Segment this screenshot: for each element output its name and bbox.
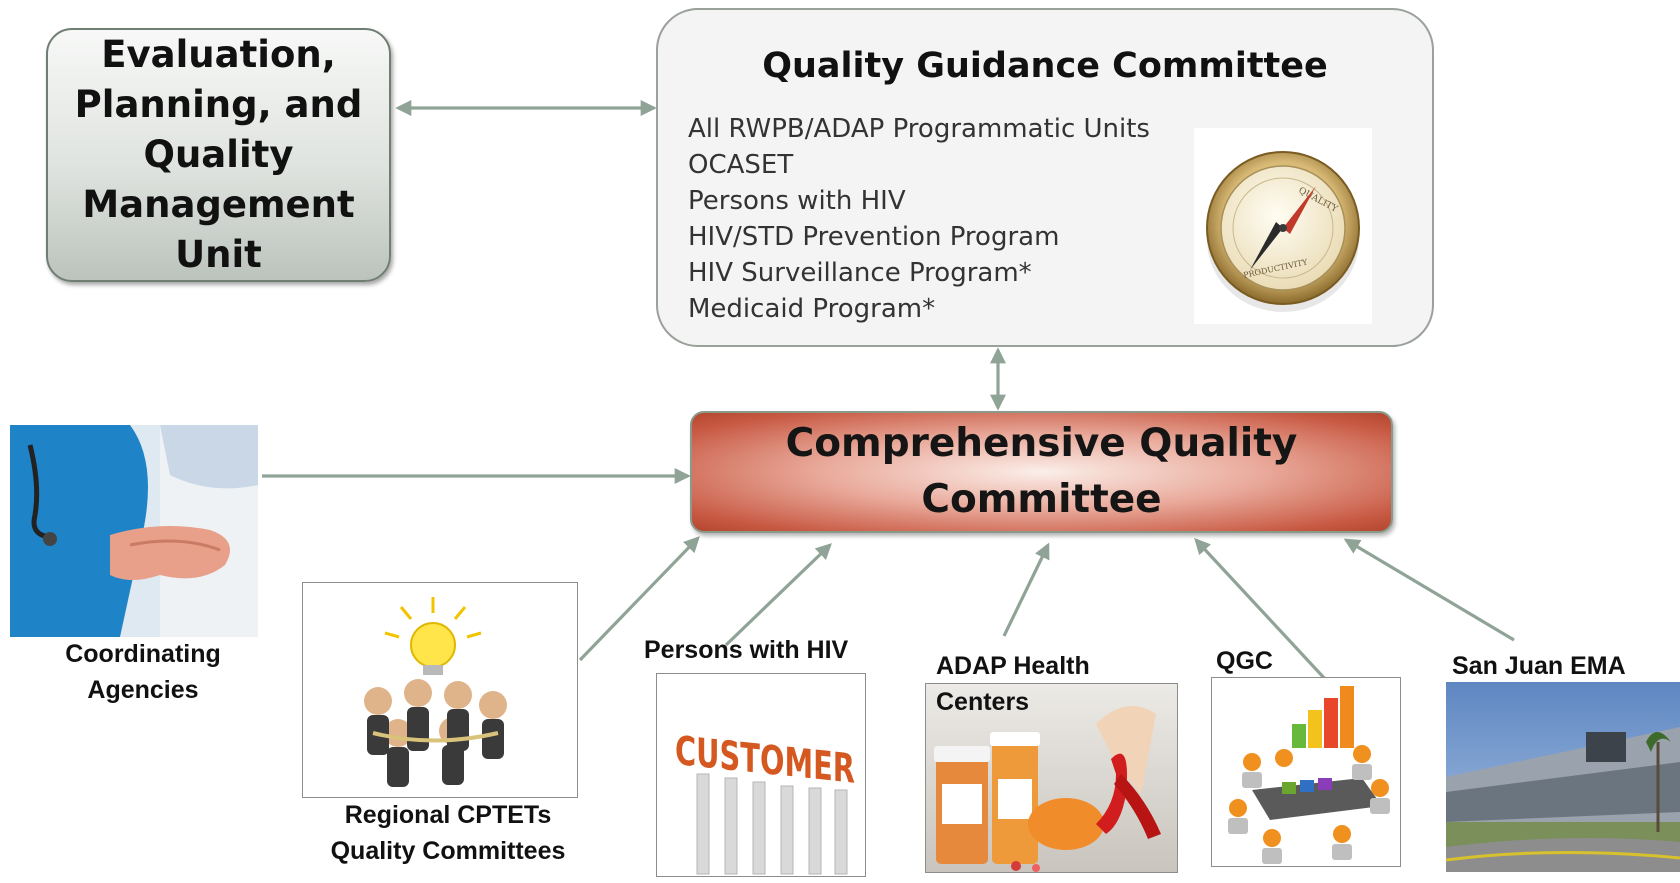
compass-icon: QUALITY PRODUCTIVITY [1194,128,1372,324]
arrow-sanjuan-to-cqc [1343,538,1515,642]
qgc-label: QGC [1216,647,1273,675]
evaluation-unit-title: Evaluation, Planning, and Quality Manage… [74,33,363,276]
building-photo [1446,682,1680,872]
qgc-member: OCASET [688,150,794,180]
persons-with-hiv-label: Persons with HIV [644,636,849,664]
qgc-member: HIV Surveillance Program* [688,258,1032,288]
comprehensive-quality-committee-title: Comprehensive Quality Committee [785,421,1298,522]
adap-health-centers-label: ADAP Health Centers [936,652,1090,716]
arrow-cptets-to-cqc [578,536,700,662]
coordinating-agencies-label: Coordinating Agencies [65,640,221,704]
qgc-member: Persons with HIV [688,186,906,216]
arrow-qgc-image-to-cqc [1194,538,1328,682]
regional-cptets-label: Regional CPTETs Quality Committees [330,801,566,865]
teamwork-lightbulb-icon [302,582,578,798]
qgc-member: All RWPB/ADAP Programmatic Units [688,114,1150,144]
quality-guidance-committee-box: Quality Guidance Committee All RWPB/ADAP… [656,8,1434,347]
quality-guidance-committee-title: Quality Guidance Committee [762,46,1328,86]
qgc-member-list: All RWPB/ADAP Programmatic Units OCASET … [688,111,1150,327]
qgc-member: Medicaid Program* [688,294,936,324]
arrow-adap-to-cqc [1002,542,1050,637]
qgc-member: HIV/STD Prevention Program [688,222,1060,252]
meeting-bar-chart-icon [1211,677,1401,867]
coordinating-agencies-photo [10,425,258,637]
arrow-persons-to-cqc [724,543,832,647]
customer-letters-icon: CUSTOMER [656,673,866,877]
evaluation-planning-qm-unit-box: Evaluation, Planning, and Quality Manage… [46,28,391,282]
medication-red-ribbon-photo [925,683,1178,873]
comprehensive-quality-committee-box: Comprehensive Quality Committee [690,411,1393,533]
